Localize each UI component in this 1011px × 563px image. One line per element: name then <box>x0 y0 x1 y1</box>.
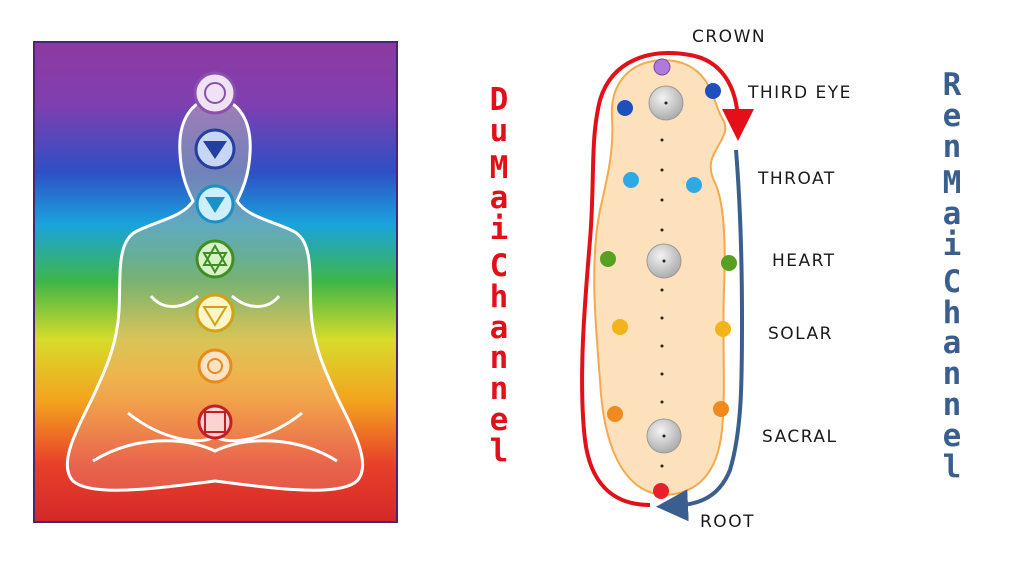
root-chakra-icon <box>197 404 233 440</box>
du-mai-title-letter: M <box>489 149 509 186</box>
crown-dot <box>653 58 671 76</box>
sacral-dot-left <box>607 406 623 422</box>
du-mai-title-letter: h <box>489 278 509 315</box>
third-eye-dot-right <box>705 83 721 99</box>
crown-label: CROWN <box>692 27 766 47</box>
solar-chakra-icon <box>195 293 235 333</box>
middle-dantian-node <box>646 243 682 279</box>
sacral-chakra-icon <box>197 348 233 384</box>
ren-mai-title-letter: e <box>942 97 962 134</box>
du-mai-title-letter: C <box>489 247 509 284</box>
du-mai-title-letter: e <box>489 401 509 438</box>
ren-mai-title-letter: C <box>942 263 962 300</box>
throat-label: THROAT <box>757 169 836 189</box>
root-dot <box>653 483 669 499</box>
du-mai-title-letter: a <box>489 309 509 346</box>
heart-chakra-icon <box>195 239 235 279</box>
sacral-dot-right <box>713 401 729 417</box>
solar-dot-right <box>715 321 731 337</box>
ren-mai-title-letter: a <box>942 196 962 233</box>
du-mai-title-letter: a <box>489 180 509 217</box>
throat-dot-left <box>623 172 639 188</box>
solar-label: SOLAR <box>768 324 833 344</box>
crown-chakra-icon <box>193 71 237 115</box>
du-mai-title-letter: i <box>489 211 509 248</box>
sacral-label: SACRAL <box>762 427 838 447</box>
third-eye-label: THIRD EYE <box>747 83 852 103</box>
ren-mai-title-letter: l <box>942 448 962 485</box>
root-label: ROOT <box>700 512 755 532</box>
ren-mai-arrow <box>656 149 745 522</box>
du-mai-title-letter: n <box>489 340 509 377</box>
ren-mai-title-letter: e <box>942 417 962 454</box>
du-mai-title-letter: l <box>489 432 509 469</box>
third-eye-dot-left <box>617 100 633 116</box>
ren-mai-title-letter: a <box>942 325 962 362</box>
upper-dantian-node <box>648 85 684 121</box>
ren-mai-title-letter: n <box>942 386 962 423</box>
central-channel-dots <box>660 138 664 468</box>
du-mai-title-letter: D <box>489 82 509 118</box>
ren-mai-title-letter: n <box>942 356 962 393</box>
ren-mai-title-letter: i <box>942 226 962 263</box>
meditation-chakra-illustration <box>33 41 398 523</box>
throat-dot-right <box>686 177 702 193</box>
throat-chakra-icon <box>195 184 235 224</box>
ren-mai-title-letter: n <box>942 128 962 165</box>
third-eye-chakra-icon <box>194 128 236 170</box>
lower-dantian-node <box>646 418 682 454</box>
du-mai-arrow <box>580 51 754 507</box>
du-mai-title-letter: u <box>489 112 509 149</box>
heart-label: HEART <box>772 251 836 271</box>
heart-dot-right <box>721 255 737 271</box>
ren-mai-title-letter: h <box>942 294 962 331</box>
ren-mai-title-letter: R <box>942 67 962 103</box>
heart-dot-left <box>600 251 616 267</box>
solar-dot-left <box>612 319 628 335</box>
du-mai-title-letter: n <box>489 371 509 408</box>
ren-mai-title-letter: M <box>942 165 962 202</box>
